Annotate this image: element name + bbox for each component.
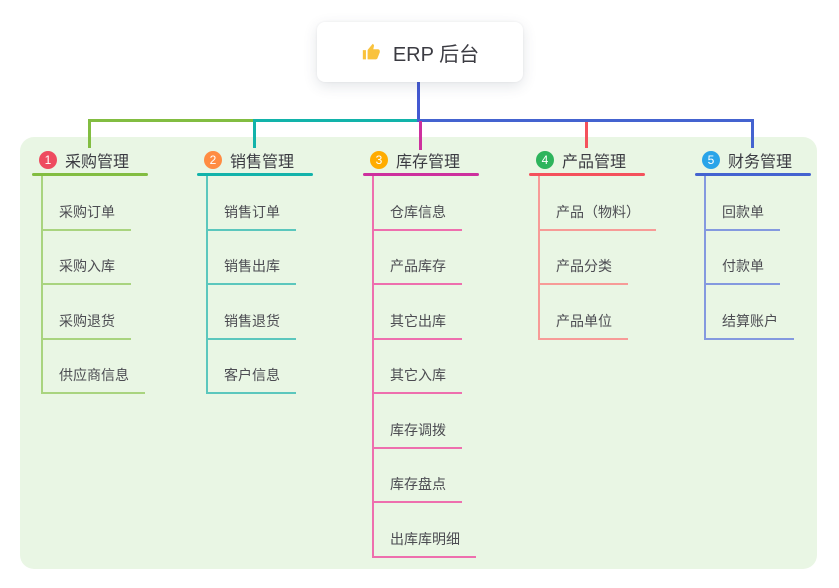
branch-underline — [695, 173, 811, 176]
branch-1: 1 采购管理采购订单采购入库采购退货供应商信息 — [32, 146, 202, 394]
branch-children: 产品（物料）产品分类产品单位 — [538, 176, 699, 340]
child-node[interactable]: 其它入库 — [374, 340, 462, 394]
branch-2: 2 销售管理销售订单销售出库销售退货客户信息 — [197, 146, 367, 394]
branch-number-badge: 1 — [39, 150, 57, 169]
branch-children: 回款单付款单结算账户 — [704, 176, 839, 340]
child-node[interactable]: 产品单位 — [540, 285, 628, 340]
child-node[interactable]: 产品分类 — [540, 231, 628, 285]
branch-3: 3 库存管理仓库信息产品库存其它出库其它入库库存调拨库存盘点出库库明细 — [363, 146, 533, 558]
branch-number-badge: 5 — [702, 150, 720, 169]
branch-label: 库存管理 — [396, 153, 461, 171]
child-node[interactable]: 客户信息 — [208, 340, 296, 394]
connector-rail — [253, 119, 420, 122]
branch-4: 4 产品管理产品（物料）产品分类产品单位 — [529, 146, 699, 340]
branch-node[interactable]: 4 产品管理 — [529, 146, 699, 173]
child-node[interactable]: 销售退货 — [208, 285, 296, 340]
connector-rail — [88, 119, 255, 122]
connector-root-stem — [417, 82, 420, 121]
child-node[interactable]: 采购入库 — [43, 231, 131, 285]
root-node[interactable]: ERP 后台 — [317, 22, 523, 82]
branch-children: 采购订单采购入库采购退货供应商信息 — [41, 176, 202, 394]
branch-5: 5 财务管理回款单付款单结算账户 — [695, 146, 839, 340]
thumbs-up-icon — [361, 41, 383, 63]
branch-node[interactable]: 1 采购管理 — [32, 146, 202, 173]
child-node[interactable]: 库存盘点 — [374, 449, 462, 503]
branch-label: 采购管理 — [65, 153, 130, 171]
branch-node[interactable]: 5 财务管理 — [695, 146, 839, 173]
child-node[interactable]: 库存调拨 — [374, 394, 462, 449]
branch-node[interactable]: 2 销售管理 — [197, 146, 367, 173]
connector-drop — [585, 122, 588, 148]
child-node[interactable]: 付款单 — [706, 231, 780, 285]
branch-label: 产品管理 — [562, 153, 627, 171]
connector-drop — [419, 121, 422, 150]
branch-underline — [363, 173, 479, 176]
branch-number-badge: 4 — [536, 150, 554, 169]
connector-drop — [88, 119, 91, 148]
child-node[interactable]: 出库库明细 — [374, 503, 476, 558]
branch-underline — [529, 173, 645, 176]
connector-drop — [253, 119, 256, 148]
branch-underline — [197, 173, 313, 176]
branch-underline — [32, 173, 148, 176]
branch-number-badge: 3 — [370, 150, 388, 169]
child-node[interactable]: 产品（物料） — [540, 176, 656, 231]
child-node[interactable]: 销售订单 — [208, 176, 296, 231]
branch-children: 仓库信息产品库存其它出库其它入库库存调拨库存盘点出库库明细 — [372, 176, 533, 558]
child-node[interactable]: 销售出库 — [208, 231, 296, 285]
child-node[interactable]: 产品库存 — [374, 231, 462, 285]
mindmap-canvas — [20, 137, 817, 569]
branch-label: 销售管理 — [230, 153, 295, 171]
child-node[interactable]: 采购订单 — [43, 176, 131, 231]
branch-children: 销售订单销售出库销售退货客户信息 — [206, 176, 367, 394]
connector-rail — [417, 119, 754, 122]
child-node[interactable]: 供应商信息 — [43, 340, 145, 394]
child-node[interactable]: 结算账户 — [706, 285, 794, 340]
branch-number-badge: 2 — [204, 150, 222, 169]
child-node[interactable]: 回款单 — [706, 176, 780, 231]
branch-label: 财务管理 — [728, 153, 793, 171]
connector-drop — [751, 119, 754, 148]
child-node[interactable]: 采购退货 — [43, 285, 131, 340]
child-node[interactable]: 其它出库 — [374, 285, 462, 340]
branch-node[interactable]: 3 库存管理 — [363, 146, 533, 173]
child-node[interactable]: 仓库信息 — [374, 176, 462, 231]
root-title: ERP 后台 — [392, 43, 480, 66]
